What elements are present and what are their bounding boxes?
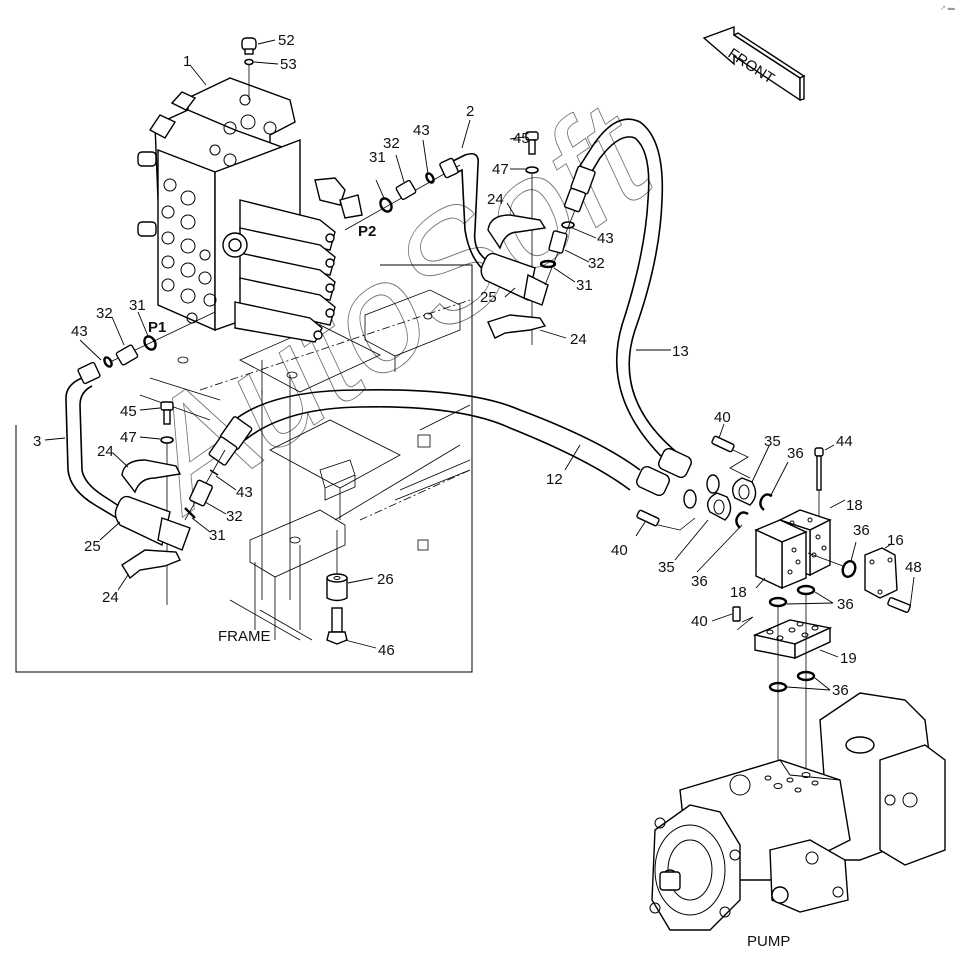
callout-44: 44 (836, 433, 853, 450)
callout-36-e: 36 (832, 682, 849, 699)
callout-36-b: 36 (691, 573, 708, 590)
callout-52: 52 (278, 32, 295, 49)
p1-fittings (44, 311, 216, 521)
callout-46: 46 (378, 642, 395, 659)
callout-47-right: 47 (492, 161, 509, 178)
callout-45-right: 45 (513, 130, 530, 147)
pump-caption: PUMP (747, 933, 790, 950)
callout-35-upper: 35 (764, 433, 781, 450)
callout-47-left: 47 (120, 429, 137, 446)
callout-53: 53 (280, 56, 297, 73)
callout-45-left: 45 (120, 403, 137, 420)
callout-40-lower: 40 (691, 613, 708, 630)
port-p1-label: P1 (148, 319, 166, 336)
callout-32-right: 32 (588, 255, 605, 272)
callout-1: 1 (183, 53, 191, 70)
callout-36-d: 36 (837, 596, 854, 613)
corner-mark: ↗ ▬ (940, 5, 955, 12)
callout-40-upper: 40 (714, 409, 731, 426)
callout-24-right-lower: 24 (570, 331, 587, 348)
callout-43-right: 43 (597, 230, 614, 247)
port-p2-label: P2 (358, 223, 376, 240)
callout-2: 2 (466, 103, 474, 120)
left-hose-fittings (184, 449, 237, 533)
right-clamp-group (480, 131, 567, 345)
callout-32-p2: 32 (383, 135, 400, 152)
callout-36-a: 36 (787, 445, 804, 462)
hose-13 (563, 118, 681, 466)
callout-24-left-lower: 24 (102, 589, 119, 606)
callout-13: 13 (672, 343, 689, 360)
front-direction-arrow-icon: FRONT (702, 25, 806, 102)
control-valve (137, 77, 363, 343)
callout-31-left: 31 (209, 527, 226, 544)
callout-24-right-upper: 24 (487, 191, 504, 208)
callout-19: 19 (840, 650, 857, 667)
callout-25-left: 25 (84, 538, 101, 555)
callout-3: 3 (33, 433, 41, 450)
callout-18-upper: 18 (846, 497, 863, 514)
callout-31-p1: 31 (129, 297, 146, 314)
callout-43-p1: 43 (71, 323, 88, 340)
callout-24-left-upper: 24 (97, 443, 114, 460)
hose-12 (208, 389, 720, 509)
callout-36-c: 36 (853, 522, 870, 539)
frame-caption: FRAME (218, 628, 271, 645)
callout-12: 12 (546, 471, 563, 488)
callout-43-left: 43 (236, 484, 253, 501)
frame-mount (326, 530, 377, 649)
left-clamp-group (99, 401, 191, 605)
callout-40-left: 40 (611, 542, 628, 559)
callout-48: 48 (905, 559, 922, 576)
plug-52 (241, 37, 279, 100)
callout-32-p1: 32 (96, 305, 113, 322)
callout-16: 16 (887, 532, 904, 549)
pump-block-assembly (635, 423, 915, 820)
p2-fittings (344, 119, 496, 276)
callout-43-p2: 43 (413, 122, 430, 139)
callout-18-lower: 18 (730, 584, 747, 601)
callout-32-left: 32 (226, 508, 243, 525)
callout-25-right: 25 (480, 289, 497, 306)
callout-31-right: 31 (576, 277, 593, 294)
callout-26: 26 (377, 571, 394, 588)
pump: PUMP (649, 692, 946, 950)
callout-35-lower: 35 (658, 559, 675, 576)
callout-31-p2: 31 (369, 149, 386, 166)
right-hose-fittings (539, 209, 597, 286)
